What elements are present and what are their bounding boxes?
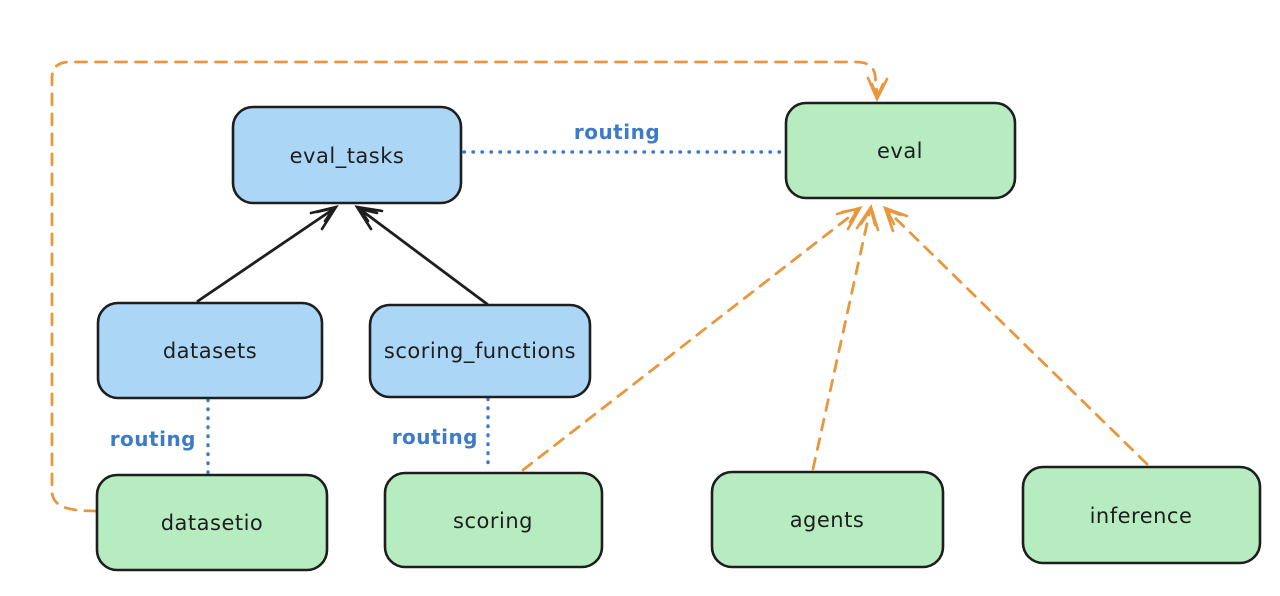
arrowhead-agents-to-eval bbox=[855, 203, 880, 232]
node-scoring_functions: scoring_functions bbox=[368, 303, 592, 399]
edge-datasets-to-eval_tasks bbox=[196, 208, 334, 303]
node-eval_tasks: eval_tasks bbox=[231, 105, 463, 205]
node-eval_tasks-box bbox=[231, 105, 463, 205]
node-datasetio: datasetio bbox=[95, 473, 329, 572]
node-inference-box bbox=[1021, 465, 1262, 565]
edge-agents-to-eval bbox=[811, 208, 872, 471]
node-datasets-label: datasets bbox=[163, 339, 257, 363]
edge-label-routing-top: routing bbox=[574, 120, 660, 144]
node-scoring_functions-box bbox=[368, 303, 592, 399]
node-datasetio-box bbox=[95, 473, 329, 572]
node-inference: inference bbox=[1021, 465, 1262, 565]
node-datasets-box bbox=[96, 301, 324, 400]
edge-label-routing-scoring: routing bbox=[392, 425, 478, 449]
arrowhead-datasetio-to-eval bbox=[866, 76, 889, 103]
node-inference-label: inference bbox=[1090, 504, 1193, 528]
node-agents-label: agents bbox=[790, 508, 865, 532]
edge-scoring-to-eval bbox=[521, 209, 859, 472]
edge-datasetio-to-eval bbox=[50, 60, 879, 513]
node-scoring_functions-label: scoring_functions bbox=[384, 339, 576, 364]
node-scoring-box bbox=[383, 471, 604, 569]
edge-scoring_functions-to-eval_tasks bbox=[359, 208, 489, 306]
node-datasetio-label: datasetio bbox=[161, 511, 264, 535]
edge-label-routing-datasets: routing bbox=[110, 427, 196, 451]
node-agents: agents bbox=[710, 470, 945, 569]
node-scoring-label: scoring bbox=[453, 509, 533, 533]
edge-inference-to-eval bbox=[886, 209, 1149, 466]
node-eval_tasks-label: eval_tasks bbox=[290, 144, 405, 169]
arrowhead-scoring_functions-to-eval_tasks bbox=[354, 205, 384, 231]
arrowhead-inference-to-eval bbox=[882, 205, 909, 233]
node-datasets: datasets bbox=[96, 301, 324, 400]
arrowhead-scoring-to-eval bbox=[835, 205, 863, 231]
arrowhead-datasets-to-eval_tasks bbox=[309, 204, 339, 231]
node-agents-box bbox=[710, 470, 945, 569]
node-eval-box bbox=[784, 101, 1017, 200]
node-eval: eval bbox=[784, 101, 1017, 200]
node-eval-label: eval bbox=[877, 139, 923, 163]
node-scoring: scoring bbox=[383, 471, 604, 569]
